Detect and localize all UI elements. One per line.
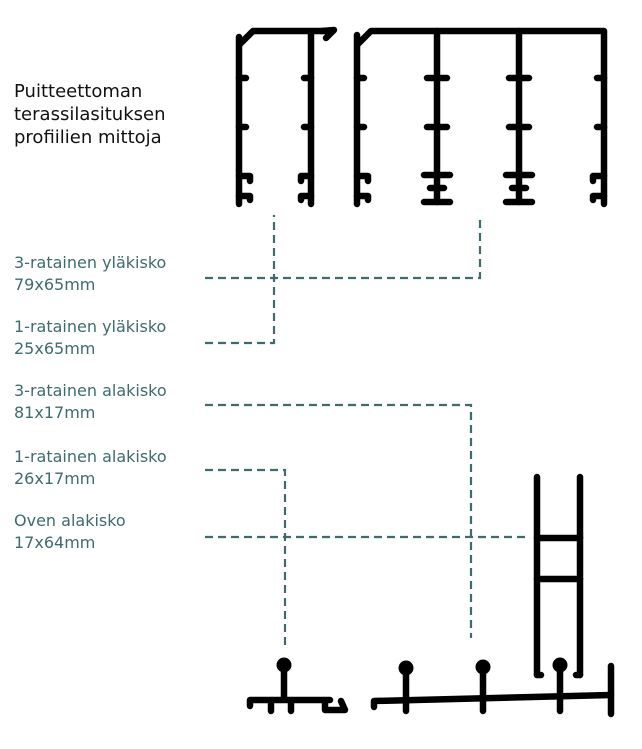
- profile-size: 79x65mm: [14, 275, 96, 294]
- rail-ball: [552, 657, 568, 673]
- profile-name: Oven alakisko: [14, 511, 126, 530]
- profile-1-rail-bottom: [246, 664, 349, 715]
- profile-name: 1-ratainen yläkisko: [14, 317, 167, 336]
- profile-size: 25x65mm: [14, 339, 96, 358]
- profile-door-bottom: [533, 473, 584, 679]
- leader-lines: [205, 215, 525, 646]
- leader-1-rail-bottom: [205, 468, 287, 646]
- title-line: profiilien mittoja: [14, 127, 162, 148]
- profile-name: 3-ratainen alakisko: [14, 381, 167, 400]
- profile-3-rail-bottom: [370, 662, 615, 718]
- profile-size: 17x64mm: [14, 533, 96, 552]
- leader-3-rail-bottom: [205, 403, 473, 638]
- profile-size: 81x17mm: [14, 403, 96, 422]
- label-3-rail-bottom: 3-ratainen alakisko 81x17mm: [14, 380, 167, 424]
- profile-name: 3-ratainen yläkisko: [14, 253, 167, 272]
- profile-1-rail-top: [235, 26, 338, 208]
- label-3-rail-top: 3-ratainen yläkisko 79x65mm: [14, 252, 166, 296]
- title-line: Puitteettoman: [14, 81, 143, 102]
- leader-1-rail-top: [205, 215, 276, 345]
- title-line: terassilasituksen: [14, 104, 166, 125]
- label-1-rail-bottom: 1-ratainen alakisko 26x17mm: [14, 446, 167, 490]
- leader-3-rail-top: [205, 215, 482, 280]
- label-1-rail-top: 1-ratainen yläkisko 25x65mm: [14, 316, 166, 360]
- label-door-bottom: Oven alakisko 17x64mm: [14, 510, 126, 554]
- rail-ball: [276, 657, 292, 673]
- profile-3-rail-top: [353, 27, 608, 208]
- profile-size: 26x17mm: [14, 469, 96, 488]
- rail-ball: [475, 659, 491, 675]
- profile-name: 1-ratainen alakisko: [14, 447, 167, 466]
- rail-ball: [398, 660, 414, 676]
- diagram-title: Puitteettoman terassilasituksen profiili…: [14, 80, 165, 149]
